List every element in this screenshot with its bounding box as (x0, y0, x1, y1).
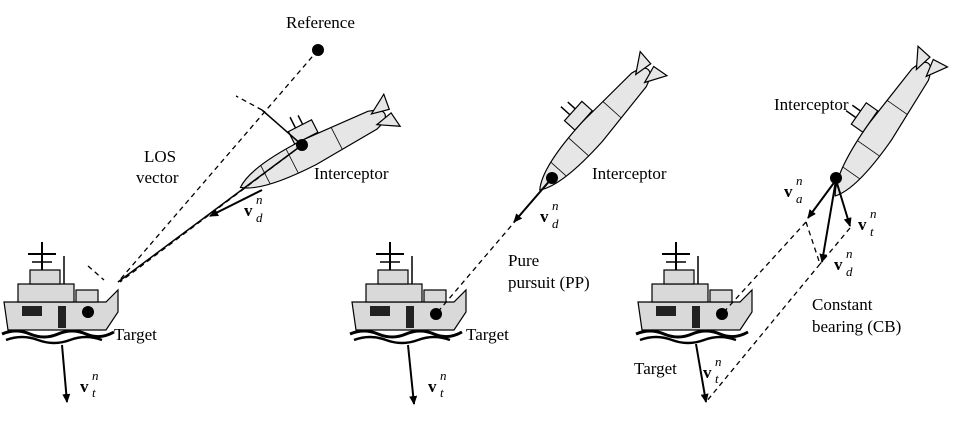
svg-text:v: v (858, 215, 867, 234)
svg-text:v: v (834, 255, 843, 274)
va-label-cb: v n a (784, 173, 803, 206)
vt-arrow-los (61, 344, 71, 403)
cb-dashed-to-target (721, 221, 807, 315)
svg-text:n: n (870, 206, 877, 221)
svg-text:v: v (80, 377, 89, 396)
interceptor-label-pp: Interceptor (592, 164, 667, 183)
svg-text:v: v (428, 377, 437, 396)
interceptor-point-cb (830, 172, 842, 184)
vt-label-pp: v n t (428, 368, 447, 400)
cb-dashed-parallelogram-a (805, 221, 821, 265)
svg-text:n: n (92, 368, 99, 383)
target-label-pp: Target (466, 325, 509, 344)
target-label-cb: Target (634, 359, 677, 378)
interceptor-point-los (296, 139, 308, 151)
svg-text:d: d (552, 216, 559, 231)
target-point-los (82, 306, 94, 318)
vt-arrow-cb-top (835, 179, 852, 227)
cb-dashed-long (705, 263, 821, 403)
svg-text:t: t (440, 385, 444, 400)
svg-text:n: n (552, 198, 559, 213)
svg-text:t: t (715, 371, 719, 386)
reference-dashed-line (117, 49, 319, 283)
vt-arrow-cb-bottom (695, 343, 709, 403)
svg-text:t: t (870, 224, 874, 239)
panel-los: Reference LOS vector Interceptor Target … (0, 13, 401, 403)
vd-label-cb: v n d (834, 246, 853, 279)
panel-pp: Interceptor Pure pursuit (PP) Target v n… (348, 36, 668, 405)
perpendicular-dash (235, 95, 263, 111)
right-angle-dash (87, 265, 105, 281)
svg-text:t: t (92, 385, 96, 400)
reference-point (312, 44, 324, 56)
target-point-pp (430, 308, 442, 320)
interceptor-label-cb: Interceptor (774, 95, 849, 114)
perpendicular-line (261, 109, 303, 146)
vt-arrow-pp (407, 344, 418, 405)
va-arrow-cb (807, 179, 837, 219)
vd-arrow-los (209, 189, 263, 217)
ship-target-cb (634, 240, 754, 345)
cb-label-line2: bearing (CB) (812, 317, 901, 336)
target-point-cb (716, 308, 728, 320)
vt-label-los: v n t (80, 368, 99, 400)
svg-text:d: d (256, 210, 263, 225)
svg-text:v: v (244, 201, 253, 220)
ship-target-pp (348, 240, 468, 345)
svg-text:n: n (256, 192, 263, 207)
target-label-los: Target (114, 325, 157, 344)
svg-text:a: a (796, 191, 803, 206)
interceptor-label-los: Interceptor (314, 164, 389, 183)
cb-label-line1: Constant (812, 295, 873, 314)
interceptor-point-pp (546, 172, 558, 184)
svg-text:n: n (715, 354, 722, 369)
svg-text:d: d (846, 264, 853, 279)
vd-label-pp: v n d (540, 198, 559, 231)
vd-arrow-pp (513, 177, 553, 223)
svg-text:n: n (440, 368, 447, 383)
svg-text:v: v (784, 182, 793, 201)
pp-label-line1: Pure (508, 251, 539, 270)
submarine-interceptor-cb (801, 32, 949, 207)
svg-text:n: n (846, 246, 853, 261)
vd-label-los: v n d (244, 192, 263, 225)
reference-label: Reference (286, 13, 355, 32)
los-label-line1: LOS (144, 147, 176, 166)
vt-label-cb-bottom: v n t (703, 354, 722, 386)
vd-arrow-cb (819, 179, 837, 263)
pp-label-line2: pursuit (PP) (508, 273, 590, 292)
svg-text:n: n (796, 173, 803, 188)
svg-text:v: v (703, 363, 712, 382)
panel-cb: Interceptor Constant bearing (CB) Target… (634, 32, 949, 403)
los-label-line2: vector (136, 168, 179, 187)
vt-label-cb-top: v n t (858, 206, 877, 239)
svg-text:v: v (540, 207, 549, 226)
interceptor-to-target-dash (119, 144, 303, 283)
ship-target-los (0, 240, 120, 345)
